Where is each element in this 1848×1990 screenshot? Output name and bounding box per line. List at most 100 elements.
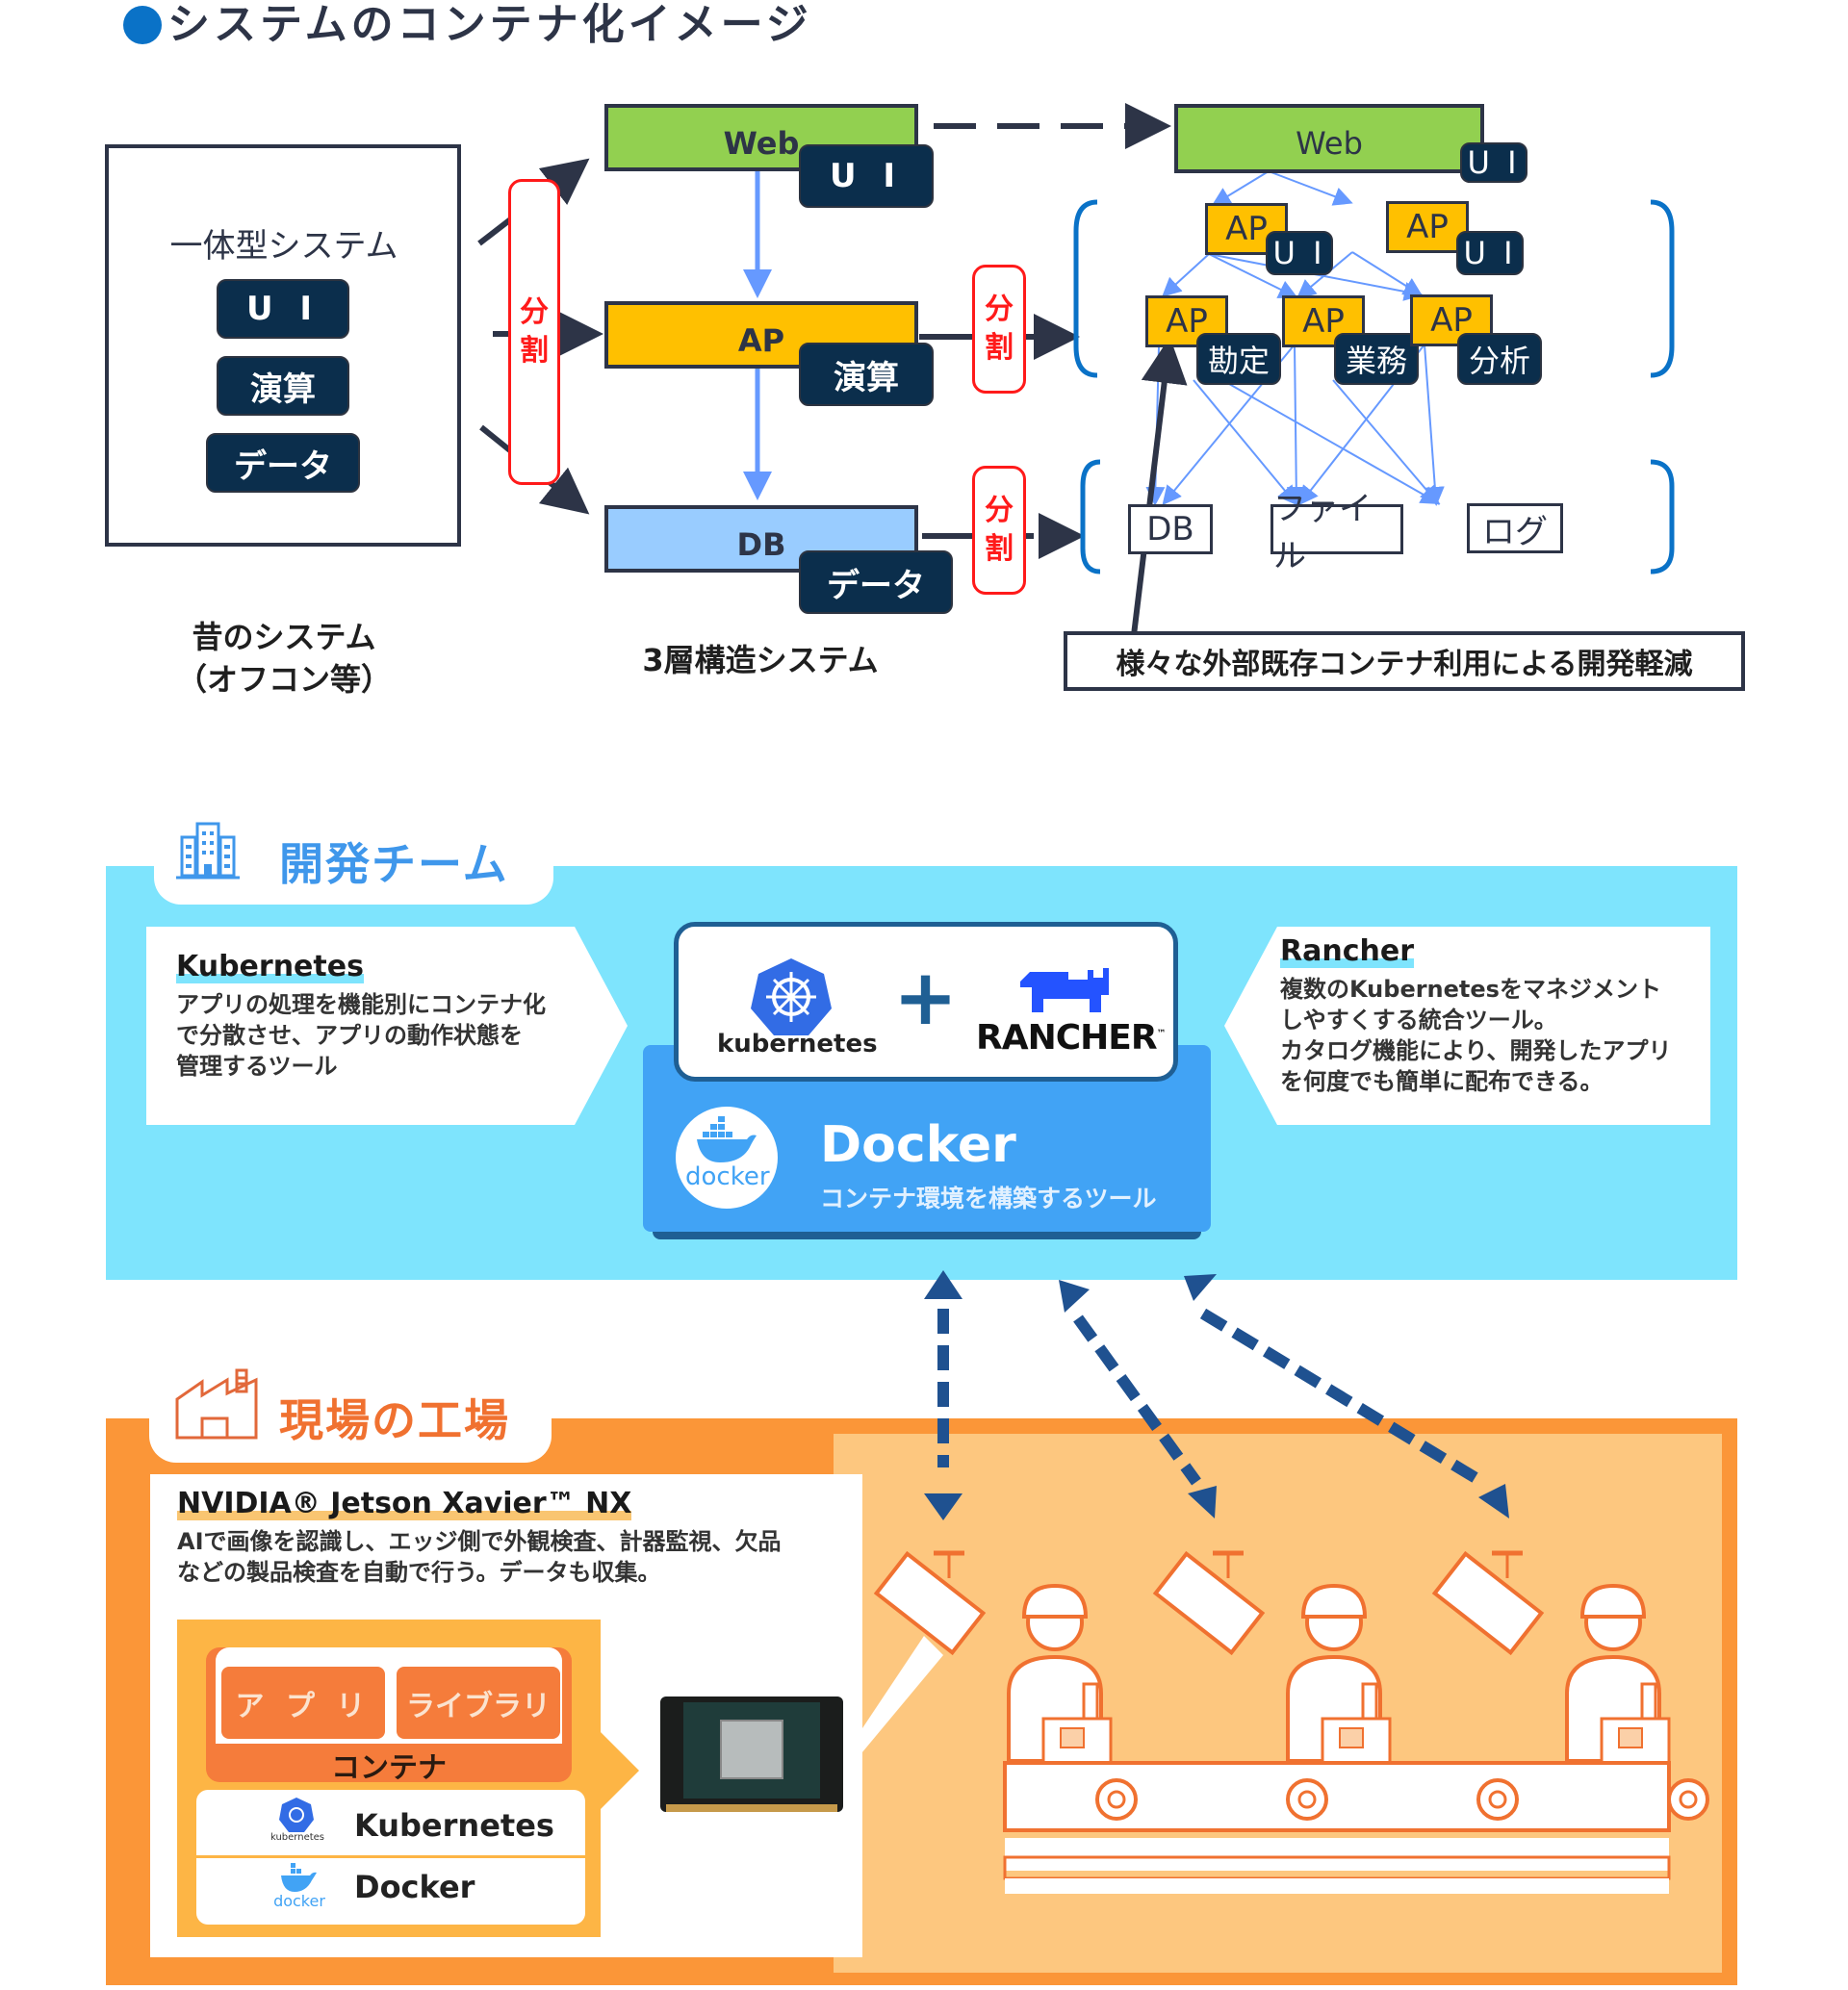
factory-illustration: [873, 1550, 1709, 1894]
conveyor-roller-hub: [1297, 1790, 1317, 1809]
device-heading: NVIDIA® Jetson Xavier™ NX: [177, 1487, 632, 1520]
stack-app-chip: ア プ リ: [221, 1667, 385, 1739]
sync-arrowhead-up-3: [1184, 1274, 1217, 1301]
sync-arrows: [924, 1270, 1509, 1520]
sync-arrowhead-down-1: [924, 1493, 962, 1520]
plus-icon: +: [893, 953, 959, 1042]
three-tier-caption: 3層構造システム: [642, 642, 879, 678]
k8s-callout-text: アプリの処理を機能別にコンテナ化 で分散させ、アプリの動作状態を 管理するツール: [176, 989, 600, 1082]
split-char-1: 分: [985, 494, 1014, 527]
legacy-chip-ui: U I: [217, 279, 349, 339]
k8s-callout: Kubernetes アプリの処理を機能別にコンテナ化 で分散させ、アプリの動作…: [176, 951, 600, 1082]
micro-ap-lower-3-chip: 分析: [1457, 333, 1542, 385]
rancher-callout-heading: Rancher: [1280, 934, 1414, 968]
stack-container-label: コンテナ: [331, 1751, 447, 1785]
legacy-caption-line1: 昔のシステム: [192, 619, 376, 655]
micro-ap-lower-1: AP: [1145, 295, 1228, 347]
jetson-module-image: [660, 1697, 843, 1812]
k8s-line: で分散させ、アプリの動作状態を: [176, 1022, 523, 1049]
rancher-logo-text: RANCHER™: [976, 1018, 1167, 1058]
rancher-callout: Rancher 複数のKubernetesをマネジメント しやすくする統合ツール…: [1280, 935, 1704, 1097]
stack-library-chip: ライブラリ: [397, 1667, 560, 1739]
conveyor-roller-hub: [1679, 1790, 1698, 1809]
conveyor-foot: [1005, 1878, 1669, 1894]
stack-docker-label: Docker: [354, 1869, 475, 1905]
device-text: AIで画像を認識し、エッジ側で外観検査、計器監視、欠品 などの製品検査を自動で行…: [177, 1526, 851, 1588]
worker-helmet-icon: [1579, 1583, 1647, 1619]
tier-web-label: Web: [723, 125, 800, 162]
sync-arrowhead-down-2: [1188, 1486, 1217, 1518]
store-db: DB: [1128, 504, 1213, 554]
rancher-wordmark: RANCHER: [976, 1018, 1158, 1058]
stack-to-device-arrow: [601, 1732, 639, 1809]
conveyor-roller: [1286, 1778, 1328, 1821]
rancher-line: カタログ機能により、開発したアプリ: [1280, 1037, 1672, 1064]
sync-arrowhead-up-2: [1059, 1280, 1090, 1313]
micro-ap-upper-2-chip: U I: [1456, 231, 1524, 275]
rancher-callout-text: 複数のKubernetesをマネジメント しやすくする統合ツール。 カタログ機能…: [1280, 974, 1704, 1097]
legacy-caption-line2: （オフコン等）: [175, 661, 392, 698]
docker-small-icon: [281, 1863, 317, 1892]
factory-title: 現場の工場: [279, 1394, 510, 1446]
rancher-line: を何度でも簡単に配布できる。: [1280, 1068, 1604, 1095]
k8s-callout-heading: Kubernetes: [176, 950, 364, 983]
tier-ap-label: AP: [737, 322, 785, 359]
conveyor-roller: [1667, 1778, 1709, 1821]
split-char-1: 分: [520, 295, 549, 329]
legacy-system-box: [105, 144, 461, 547]
legacy-caption: 昔のシステム （オフコン等）: [140, 616, 428, 701]
product-screen: [1060, 1727, 1085, 1748]
device-line: AIで画像を認識し、エッジ側で外観検査、計器監視、欠品: [177, 1528, 782, 1555]
tier-db: DB: [604, 505, 918, 573]
docker-whale-icon: [697, 1116, 757, 1162]
split-char-2: 割: [985, 331, 1014, 365]
conveyor-roller: [1476, 1778, 1519, 1821]
rancher-line: しやすくする統合ツール。: [1280, 1007, 1557, 1033]
tier-web: Web: [604, 104, 918, 171]
k8s-line: アプリの処理を機能別にコンテナ化: [176, 991, 546, 1018]
worker-helmet-icon: [1021, 1583, 1089, 1619]
store-file: ファイル: [1270, 490, 1403, 575]
split-char-2: 割: [985, 532, 1014, 566]
bracket-right-ap: [1650, 199, 1675, 378]
product-screen: [1339, 1727, 1364, 1748]
docker-small-text: docker: [273, 1892, 325, 1910]
dev-team-title: 開発チーム: [279, 838, 509, 890]
split-badge-db: 分 割: [972, 466, 1026, 595]
rancher-tm: ™: [1156, 1029, 1167, 1039]
conveyor-roller-hub: [1488, 1790, 1507, 1809]
micro-ap-lower-1-chip: 勘定: [1196, 333, 1281, 385]
sync-arrowhead-down-3: [1478, 1484, 1509, 1518]
rancher-callout-shape: [1224, 927, 1710, 1125]
tier-db-label: DB: [736, 526, 786, 563]
sync-arrow-line-2: [1073, 1314, 1201, 1486]
kubernetes-small-icon: [279, 1798, 314, 1832]
legacy-heading: 一体型システム: [169, 227, 398, 266]
runtime-divider: [196, 1855, 585, 1858]
product-screen: [1618, 1727, 1643, 1748]
docker-logo-text: docker: [685, 1162, 770, 1191]
bracket-left-store: [1080, 459, 1101, 574]
camera-callout-pointer: [847, 1636, 943, 1771]
legacy-chip-data: データ: [206, 433, 360, 493]
docker-desc: コンテナ環境を構築するツール: [820, 1185, 1157, 1212]
micro-web: Web: [1174, 104, 1484, 173]
camera-icon: [873, 1550, 987, 1656]
device-line: などの製品検査を自動で行う。データも収集。: [177, 1559, 661, 1586]
kubernetes-logo-icon: [751, 958, 832, 1035]
micro-ap-upper-2: AP: [1386, 201, 1469, 253]
conveyor-roller-hub: [1107, 1790, 1126, 1809]
kubernetes-logo-text: kubernetes: [717, 1030, 878, 1059]
split-char-1: 分: [985, 293, 1014, 326]
note-box: 様々な外部既存コンテナ利用による開発軽減: [1064, 631, 1745, 691]
split-badge-ap: 分 割: [972, 265, 1026, 394]
building-icon: [176, 822, 240, 880]
factory-icon: [175, 1368, 258, 1440]
micro-web-label: Web: [1296, 125, 1363, 162]
micro-web-chip: U I: [1460, 142, 1527, 183]
sync-arrow-line-3: [1199, 1308, 1486, 1488]
store-log: ログ: [1467, 503, 1563, 553]
split-badge-main: 分 割: [508, 179, 560, 485]
page-title: システムのコンテナ化イメージ: [123, 0, 812, 50]
worker-helmet-icon: [1300, 1583, 1368, 1619]
